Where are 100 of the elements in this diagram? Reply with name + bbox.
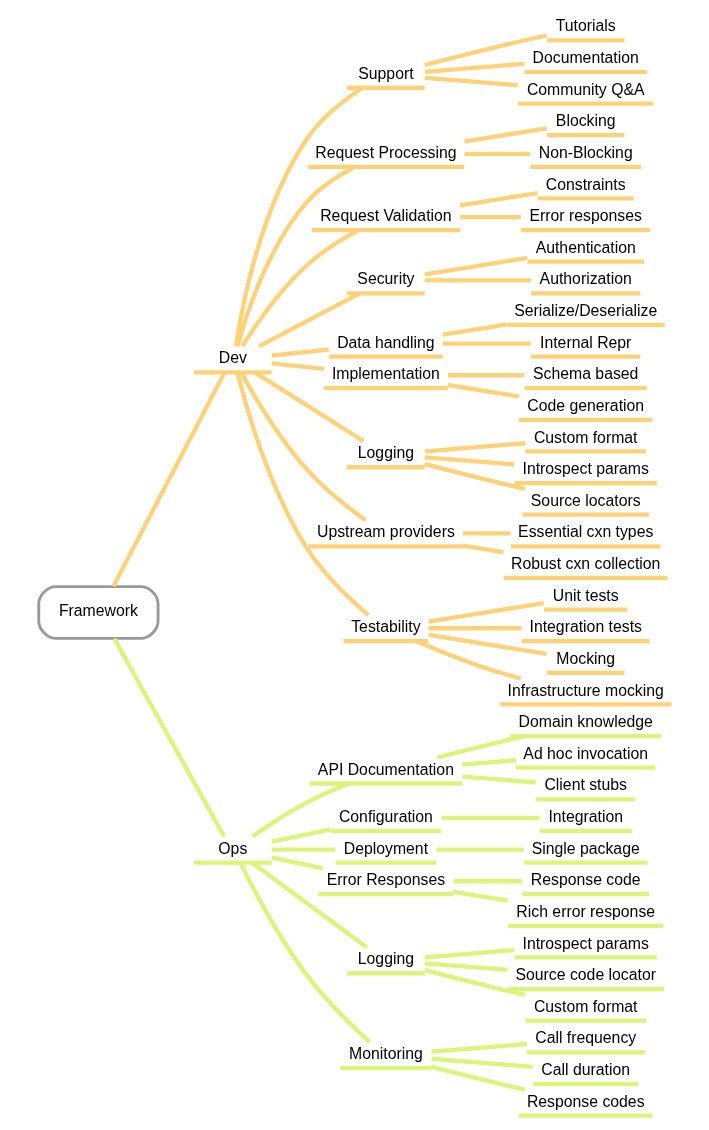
connector (462, 543, 504, 555)
connector (238, 861, 371, 1044)
connector (427, 632, 547, 656)
node-text: Dev (218, 349, 247, 367)
connector (452, 879, 522, 884)
connector (271, 361, 324, 372)
node-text: Response codes (526, 1092, 645, 1110)
connector (271, 347, 329, 358)
node-text: Call frequency (534, 1029, 636, 1047)
node-text: Single package (531, 839, 640, 857)
node-text: Integration tests (529, 618, 642, 636)
node-text: Monitoring (348, 1045, 423, 1063)
node-text: Deployment (343, 839, 428, 857)
node-text: Implementation (331, 365, 440, 383)
node-text: Introspect params (522, 934, 649, 952)
node-text: Authentication (535, 238, 636, 256)
connector (424, 255, 527, 277)
connector (464, 151, 530, 157)
node-text: Testability (350, 618, 421, 636)
node-text: Serialize/Deserialize (513, 302, 657, 320)
node-text: Introspect params (522, 460, 649, 478)
node-text: Security (356, 270, 414, 288)
node-box: Framework (36, 585, 159, 640)
connector (436, 733, 525, 760)
connector (428, 626, 522, 631)
connector (459, 214, 521, 220)
connector (424, 961, 508, 973)
node-text: Documentation (532, 49, 639, 67)
node-text: Internal Repr (539, 333, 631, 351)
connector (424, 278, 531, 283)
node-text: Logging (357, 950, 414, 968)
connector (430, 1056, 533, 1069)
node-text: Constraints (545, 175, 626, 193)
connector (424, 441, 525, 454)
connector (112, 637, 226, 838)
connector (459, 190, 538, 208)
connector (423, 33, 547, 68)
connector (235, 165, 356, 347)
node-text: Response code (530, 871, 641, 889)
node-text: Call duration (540, 1061, 630, 1079)
connector (461, 774, 536, 785)
node-text: Request Validation (319, 207, 452, 225)
connector (452, 889, 508, 903)
node-text: Non-Blocking (538, 143, 633, 161)
connector (447, 382, 519, 399)
connector (250, 781, 350, 839)
connector (424, 61, 525, 74)
node-text: Source code locator (514, 966, 656, 984)
connector (463, 126, 547, 144)
node-text: Request Processing (314, 143, 457, 161)
node-text: Integration (547, 808, 623, 826)
connector (424, 455, 514, 467)
connector (424, 75, 518, 88)
connector (423, 968, 525, 997)
node-text: API Documentation (317, 760, 454, 778)
node-text: Ad hoc invocation (522, 744, 648, 762)
connector (111, 371, 226, 588)
node-text: Community Q&A (526, 80, 645, 98)
connector (441, 322, 507, 337)
connector (271, 847, 335, 852)
node-text: Configuration (338, 808, 433, 826)
connector (442, 341, 531, 346)
node-text: Essential cxn types (517, 523, 653, 541)
connector (238, 371, 367, 522)
node-text: Source locators (530, 491, 641, 509)
connector (461, 758, 516, 767)
node-text: Blocking (555, 112, 616, 130)
node-text: Unit tests (552, 586, 619, 604)
connector (234, 372, 370, 617)
node-text: Client stubs (543, 776, 627, 794)
connector (462, 531, 510, 536)
node-text: Ops (217, 839, 247, 857)
connector (430, 1041, 527, 1054)
connector (423, 462, 525, 491)
connector (427, 601, 544, 624)
connector (436, 847, 524, 852)
connector (250, 861, 368, 949)
node-text: Support (357, 64, 414, 82)
node-text: Infrastructure mocking (507, 681, 664, 699)
node-text: Code generation (526, 396, 644, 414)
node-text: Domain knowledge (518, 713, 653, 731)
node-text: Rich error response (515, 902, 655, 920)
connector (270, 827, 331, 844)
connector (441, 815, 539, 821)
connector (415, 639, 521, 681)
node-text: Tutorials (555, 17, 616, 35)
node-text: Error Responses (326, 871, 445, 889)
connector (424, 947, 514, 960)
node-text: Mocking (555, 649, 615, 667)
node-text: Error responses (529, 207, 642, 225)
node-text: Schema based (532, 365, 638, 383)
node-text: Logging (357, 444, 414, 462)
connector (257, 291, 361, 349)
connector (447, 373, 524, 378)
node-text: Custom format (533, 428, 638, 446)
node-text: Upstream providers (316, 523, 455, 541)
node-text: Authorization (539, 270, 632, 288)
node-text: Data handling (336, 333, 435, 351)
node-text: Custom format (533, 997, 638, 1015)
node-text: Robust cxn collection (510, 555, 660, 573)
